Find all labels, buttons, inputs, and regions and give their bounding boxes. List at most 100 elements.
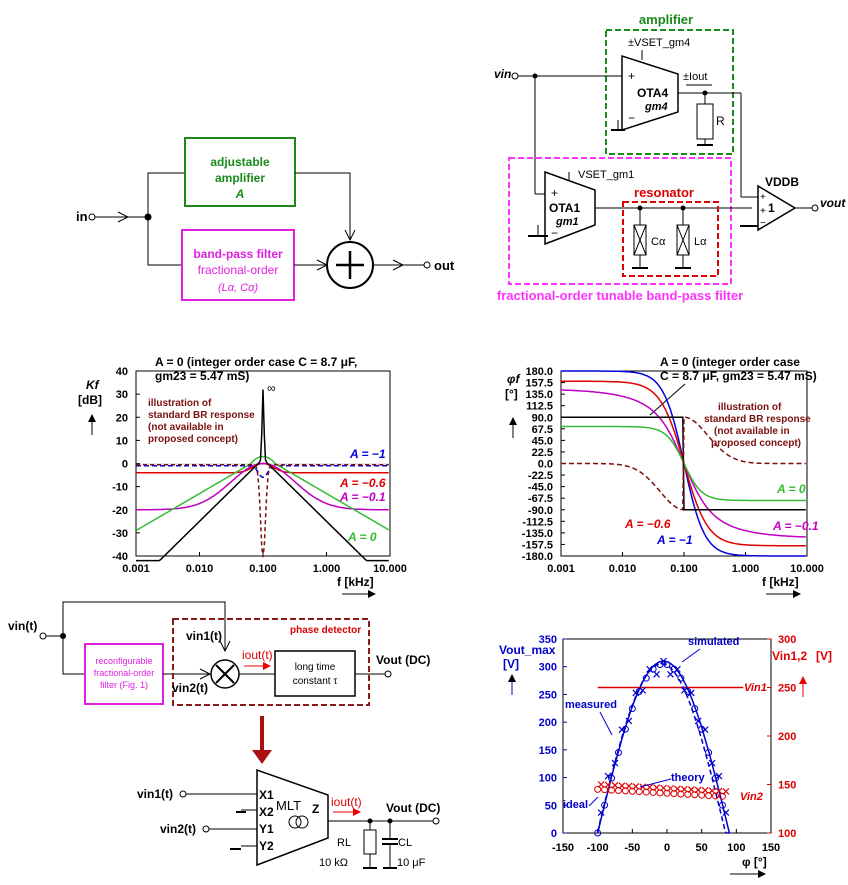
fig3-br-note1: illustration of [148,398,212,409]
fig7-simulated: simulated [688,636,739,648]
fig7-vin2-cross [639,783,647,791]
fig6-cl-val: 10 μF [397,857,426,869]
fig6-cl: CL [398,837,412,849]
fig6-vout: Vout (DC) [386,801,440,815]
fig7-vin2-point [677,790,685,798]
fig7-measured-point [701,726,709,734]
fig4-xtick-label: 1.000 [732,563,760,575]
fig7-ytick-left-label: 300 [539,662,557,674]
fig3-ytick-label: 30 [116,389,128,401]
fig7-ytick-right-label: 200 [778,731,796,743]
fig2-gm1: gm1 [555,216,579,228]
fig3-ylabel1: Kf [86,378,100,392]
fig2-resonator-region [622,201,719,277]
fig7-vout-plot: 350300250200150100500300250200150100-150… [499,634,832,878]
fig4-ytick-label: -180.0 [522,551,553,563]
fig3-annotation2: gm23 = 5.47 mS) [155,369,249,383]
fig1-amp-gain: A [235,187,245,201]
fig7-vin2-cross [701,786,709,794]
fig7-vin2-cross [625,782,633,790]
fig7-vin2-point [691,791,699,799]
fig7-vin2-cross [694,786,702,794]
fig7-simulated-point [705,749,713,757]
fig3-br-note3: (not available in [148,422,224,433]
fig4-ytick-label: -22.5 [528,470,553,482]
fig4-ytick-label: 135.0 [525,389,553,401]
fig6-vin2: vin2(t) [160,822,196,836]
fig7-vin2: Vin2 [740,791,763,803]
fig4-ytick-label: -45.0 [528,482,553,494]
fig7-measured-point [715,772,723,780]
fig5-vout: Vout (DC) [376,653,430,667]
fig7-vin2-point [614,787,622,795]
fig2-amplifier-title: amplifier [639,12,693,27]
fig7-vin2-point [656,789,664,797]
fig7-xtick-label: -150 [552,842,574,854]
fig4-ytick-label: -67.5 [528,493,553,505]
svg-text:+: + [551,186,558,200]
fig3-xtick-label: 0.100 [249,563,277,575]
fig2-gm4: gm4 [644,101,668,113]
fig6-rl: RL [337,837,351,849]
fig7-xtick-label: -100 [587,842,609,854]
fig7-vin2-cross [667,784,674,792]
fig3-curve-a-0 [135,455,390,532]
fig4-label-a-0: A = 0 [776,482,806,496]
fig7-simulated-point [663,661,671,669]
fig7-vin2-cross [722,788,730,795]
fig4-ylabel2: [°] [505,387,518,401]
fig4-label-a-m06: A = −0.6 [624,517,671,531]
fig7-measured-point [653,670,661,678]
fig6-vin1: vin1(t) [137,787,173,801]
fig3-ytick-label: 40 [116,366,128,378]
fig2-amplifier-region [605,29,734,155]
fig7-ytick-left-label: 200 [539,717,557,729]
fig3-label-a-m1: A = −1 [349,447,386,461]
fig3-xtick-label: 1.000 [313,563,341,575]
svg-text:+: + [760,206,766,217]
fig3-curve-integer [136,389,389,562]
fig4-ytick-label: 90.0 [532,412,553,424]
fig2-l-alpha: Lα [694,236,707,248]
fig7-ytick-right-label: 150 [778,780,796,792]
fig7-measured-point [722,809,730,816]
fig7-ytick-left-label: 100 [539,773,557,785]
fig7-vin2-point [684,790,692,798]
fig1-bandpass-box [181,229,295,301]
fig7-simulated-point [718,801,726,809]
fig5-filter2: fractional-order [94,668,155,678]
fig3-ytick-label: -40 [112,551,128,563]
fig4-ytick-label: 0.0 [538,459,553,471]
fig4-ytick-label: 45.0 [532,435,553,447]
fig5-lp1: long time [295,662,336,673]
fig2-iout: ±Iout [683,71,707,83]
fig7-vin2-point [698,791,706,799]
fig4-xtick-label: 0.010 [609,563,637,575]
fig7-vin2-cross [632,783,640,790]
fig4-xlabel: f [kHz] [762,575,799,589]
fig7-simulated-point [621,725,629,733]
fig5-filter3: filter (Fig. 1) [100,680,148,690]
fig4-ytick-label: 180.0 [525,366,553,378]
fig7-measured-point [604,772,612,780]
fig2-vddb-gain: 1 [768,201,775,215]
fig7-simulated-point [712,774,720,782]
fig7-measured-point [708,759,716,767]
fig7-ytick-left-label: 250 [539,689,557,701]
svg-text:−: − [760,218,766,229]
fig7-xtick-label: 50 [696,842,708,854]
fig2-filter-caption: fractional-order tunable band-pass filte… [497,288,743,303]
fig4-ytick-label: 157.5 [525,378,553,390]
fig7-vin2-cross [597,781,605,788]
fig4-br-note4: proposed concept) [711,438,801,449]
fig4-ytick-label: 67.5 [532,424,553,436]
fig7-vin2-point [601,786,609,794]
fig3-xlabel: f [kHz] [337,575,374,589]
fig6-mlt: MLT [276,798,301,813]
fig4-annotation2: C = 8.7 μF, gm23 = 5.47 mS) [660,369,817,383]
fig6-x1: X1 [259,788,274,802]
fig4-xtick-label: 10.000 [790,563,824,575]
fig3-label-a-0: A = 0 [347,530,377,544]
fig1-bp-text3: (Lα, Cα) [218,282,258,294]
